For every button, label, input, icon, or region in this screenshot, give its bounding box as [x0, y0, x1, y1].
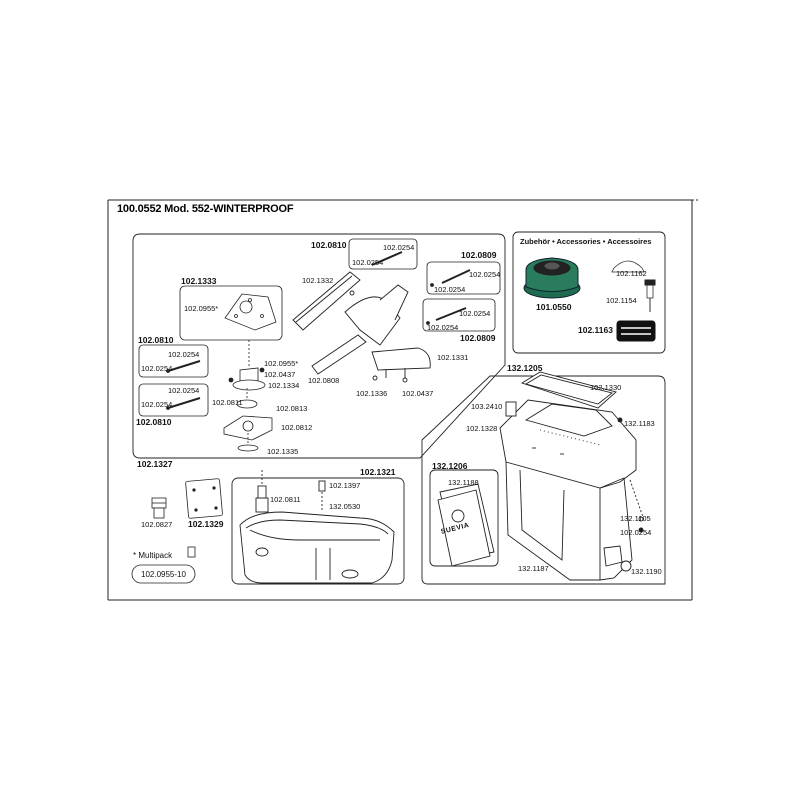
housing-group-outline [421, 375, 666, 585]
drinking-bowl-drawing [239, 470, 395, 584]
part-label: 102.0809 [461, 250, 497, 260]
small-parts-left [131, 478, 223, 584]
pin-boxes [348, 238, 501, 332]
part-label: 102.0827 [141, 520, 173, 529]
part-label: 102.0254 [469, 270, 501, 279]
part-label: 102.0808 [308, 376, 340, 385]
part-label: 102.1329 [188, 519, 224, 529]
mounting-plate-group [138, 285, 283, 452]
part-label: 102.0254 [168, 350, 200, 359]
part-label: 102.0254 [168, 386, 200, 395]
accessory-code-102-1162: 102.1162 [616, 269, 647, 278]
part-label: 102.0955* [184, 304, 219, 313]
part-label: 102.1397 [329, 481, 361, 490]
part-label: 102.1334 [268, 381, 300, 390]
part-label: 102.0254 [141, 364, 173, 373]
part-label: 132.1206 [432, 461, 468, 471]
part-label: 102.0810 [311, 240, 347, 250]
part-label: 102.0254 [383, 243, 415, 252]
part-label: 102.1330 [590, 383, 622, 392]
part-label: 102.1327 [137, 459, 173, 469]
accessories-heading: Zubehör • Accessories • Accessoires [520, 237, 652, 246]
part-label: 132.0530 [329, 502, 361, 511]
part-label: 132.1188 [448, 478, 479, 487]
part-label: 102.1328 [466, 424, 498, 433]
door-panel-drawing [429, 469, 499, 567]
part-label: 102.0810 [138, 335, 174, 345]
upper-group-outline [132, 233, 506, 459]
accessory-code-102-1154: 102.1154 [606, 296, 637, 305]
multipack-code: 102.0955-10 [141, 570, 186, 579]
part-label: 102.0254 [434, 285, 466, 294]
part-label: 102.1332 [302, 276, 334, 285]
part-label: 102.0437 [264, 370, 296, 379]
accessory-code-101-0550: 101.0550 [536, 302, 572, 312]
part-label: 102.1336 [356, 389, 388, 398]
part-label: 132.1205 [507, 363, 543, 373]
part-label: 102.1331 [437, 353, 469, 362]
part-label: 102.1321 [360, 467, 396, 477]
part-label: 102.0254 [459, 309, 491, 318]
part-label: 102.0811 [212, 398, 243, 407]
housing-drawing [499, 371, 645, 581]
part-label: 102.0809 [460, 333, 496, 343]
accessories-drawings [523, 257, 656, 342]
part-label: 102.0437 [402, 389, 434, 398]
part-label: 102.1333 [181, 276, 217, 286]
part-label: 102.0811 [270, 495, 301, 504]
part-label: 102.0254 [352, 258, 384, 267]
part-label: 132.1105 [620, 514, 651, 523]
lever-arm-assembly [292, 271, 431, 383]
accessory-code-102-1163: 102.1163 [578, 325, 613, 335]
part-label: 132.1183 [624, 419, 655, 428]
part-label: 102.0812 [281, 423, 313, 432]
part-label: 102.0254 [620, 528, 652, 537]
part-label: 132.1190 [631, 567, 662, 576]
part-label: 102.0254 [141, 400, 173, 409]
part-label: 102.0955* [264, 359, 299, 368]
accessories-outline [512, 231, 666, 354]
diagram-title: 100.0552 Mod. 552-WINTERPROOF [117, 203, 294, 215]
part-label: 132.1187 [518, 564, 549, 573]
part-label: 103.2410 [471, 402, 503, 411]
bowl-group-outline [231, 477, 405, 585]
part-label: 102.1335 [267, 447, 299, 456]
part-label: 102.0810 [136, 417, 172, 427]
part-label: 102.0254 [427, 323, 459, 332]
part-label: 102.0813 [276, 404, 308, 413]
multipack-note: * Multipack [133, 551, 173, 560]
